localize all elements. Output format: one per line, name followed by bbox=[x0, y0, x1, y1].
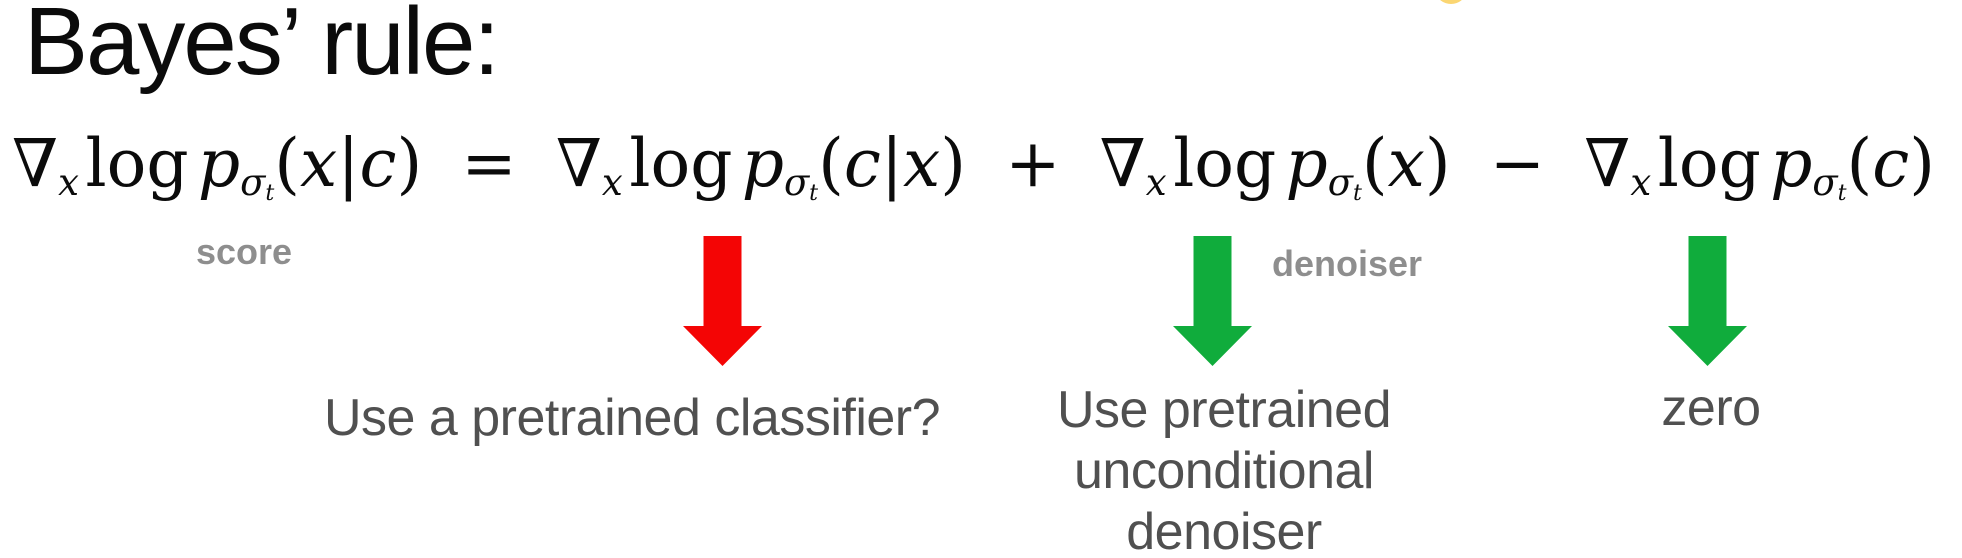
sigma-subscript: σt bbox=[783, 161, 819, 207]
sigma-subscript: σt bbox=[1327, 161, 1362, 207]
slide-title: Bayes’ rule: bbox=[24, 0, 500, 95]
denoiser-annotation: denoiser bbox=[1272, 243, 1423, 284]
nabla-symbol: ∇ bbox=[1584, 125, 1631, 202]
log-operator: log bbox=[85, 125, 189, 202]
conditional-bar: | bbox=[337, 125, 360, 202]
plus-sign: + bbox=[1005, 125, 1061, 202]
classifier-answer-text: Use a pretrained classifier? bbox=[323, 389, 941, 447]
minus-sign: − bbox=[1489, 125, 1546, 202]
green-down-arrow-shape bbox=[1668, 236, 1747, 366]
arg-x: x bbox=[1387, 125, 1425, 202]
score-annotation: score bbox=[196, 231, 293, 272]
density-symbol: p bbox=[1770, 125, 1813, 202]
arg-x: x bbox=[300, 125, 338, 202]
close-paren: ) bbox=[940, 125, 967, 202]
sigma-t-subscript: t bbox=[1837, 180, 1847, 207]
red-down-arrow-icon bbox=[683, 236, 762, 366]
nabla-subscript: x bbox=[1145, 161, 1167, 205]
open-paren: ( bbox=[1846, 125, 1873, 202]
nabla-symbol: ∇ bbox=[555, 125, 602, 202]
nabla-subscript: x bbox=[601, 161, 623, 205]
clipped-sun-shape bbox=[1440, 0, 1462, 4]
close-paren: ) bbox=[396, 125, 423, 202]
unconditional-answer-line: denoiser bbox=[1126, 503, 1322, 558]
sigma-t-subscript: t bbox=[265, 180, 275, 207]
red-down-arrow-shape bbox=[683, 236, 762, 366]
unconditional-answer-line: unconditional bbox=[1074, 442, 1374, 500]
nabla-symbol: ∇ bbox=[12, 125, 59, 202]
clipped-sun-icon bbox=[1440, 0, 1462, 4]
equals-sign: = bbox=[461, 125, 517, 202]
arg-c: c bbox=[359, 125, 397, 202]
open-paren: ( bbox=[818, 125, 844, 202]
nabla-subscript: x bbox=[58, 161, 79, 205]
sigma-t-subscript: t bbox=[1353, 180, 1362, 207]
sigma-subscript: σt bbox=[240, 161, 275, 207]
log-operator: log bbox=[1657, 125, 1761, 202]
density-symbol: p bbox=[741, 125, 784, 202]
close-paren: ) bbox=[1424, 125, 1451, 202]
green-down-arrow-icon-zero bbox=[1668, 236, 1747, 366]
sigma-t-subscript: t bbox=[809, 180, 819, 207]
close-paren: ) bbox=[1909, 125, 1935, 202]
arg-c: c bbox=[1872, 125, 1910, 202]
sigma-subscript: σt bbox=[1812, 161, 1847, 207]
nabla-symbol: ∇ bbox=[1099, 125, 1146, 202]
conditional-bar: | bbox=[880, 125, 904, 202]
open-paren: ( bbox=[274, 125, 300, 202]
unconditional-answer-text: Use pretrained unconditional denoiser bbox=[1014, 380, 1434, 558]
log-operator: log bbox=[629, 125, 733, 202]
log-operator: log bbox=[1173, 125, 1277, 202]
unconditional-answer-line: Use pretrained bbox=[1056, 381, 1392, 439]
green-down-arrow-shape bbox=[1173, 236, 1252, 366]
arg-c: c bbox=[843, 125, 881, 202]
density-symbol: p bbox=[197, 125, 241, 202]
open-paren: ( bbox=[1361, 125, 1388, 202]
green-down-arrow-icon-unconditional bbox=[1173, 236, 1252, 366]
arg-x: x bbox=[903, 125, 941, 202]
density-symbol: p bbox=[1285, 125, 1328, 202]
zero-answer-text: zero bbox=[1661, 379, 1761, 437]
nabla-subscript: x bbox=[1630, 161, 1652, 205]
